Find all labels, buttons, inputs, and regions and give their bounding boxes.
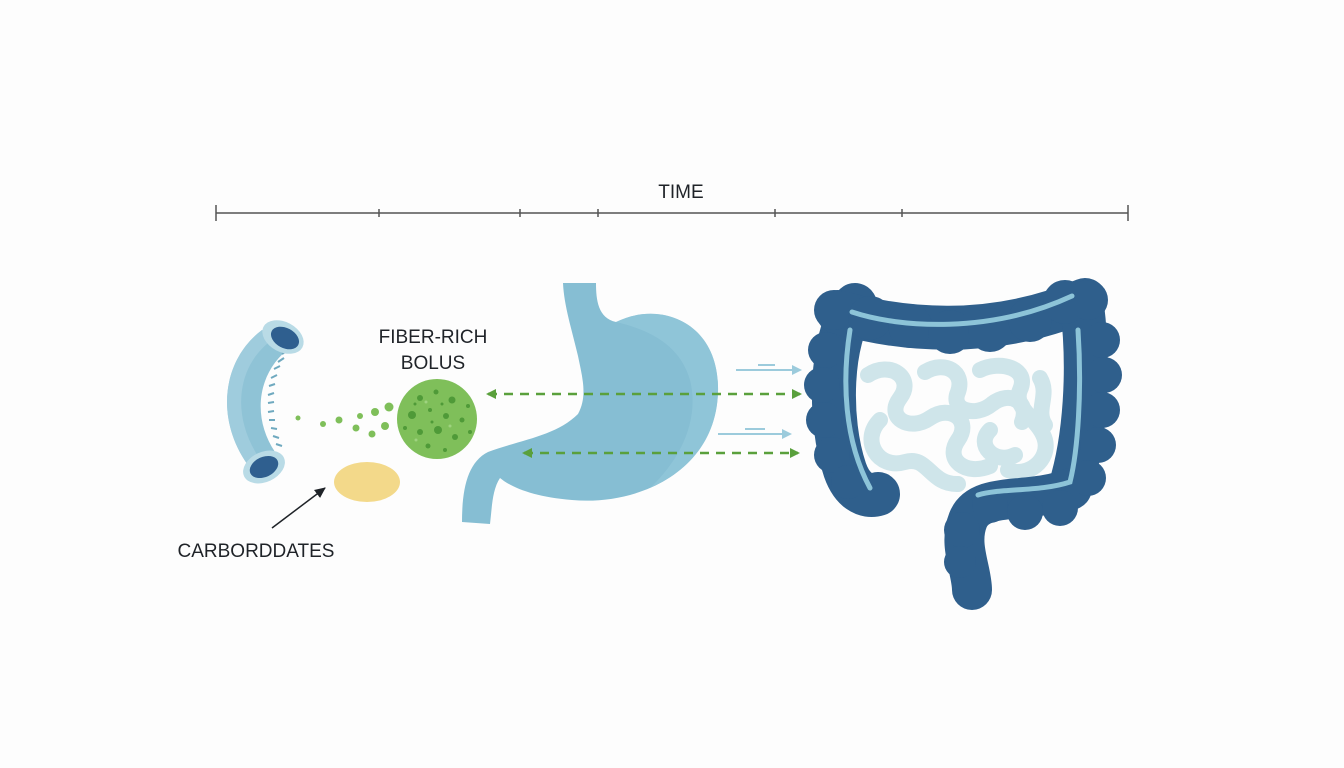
esophagus-tube-icon (227, 320, 304, 484)
time-axis: TIME (215, 182, 1129, 221)
fiber-bolus-icon (397, 379, 477, 459)
colon-intestine-icon (804, 278, 1122, 610)
stomach-icon (462, 283, 719, 524)
carbohydrate-blob-icon (334, 462, 400, 502)
bolus-label-line2: BOLUS (401, 353, 465, 374)
carbs-label: CARBORDDATES (178, 541, 335, 562)
bolus-label-line1: FIBER-RICH (379, 327, 488, 348)
carbs-pointer-arrow (271, 487, 326, 529)
flow-arrows (718, 364, 802, 439)
time-axis-label: TIME (658, 182, 703, 203)
small-intestine (860, 357, 1054, 492)
time-axis-ticks (215, 205, 1129, 221)
fiber-particles (295, 402, 394, 438)
